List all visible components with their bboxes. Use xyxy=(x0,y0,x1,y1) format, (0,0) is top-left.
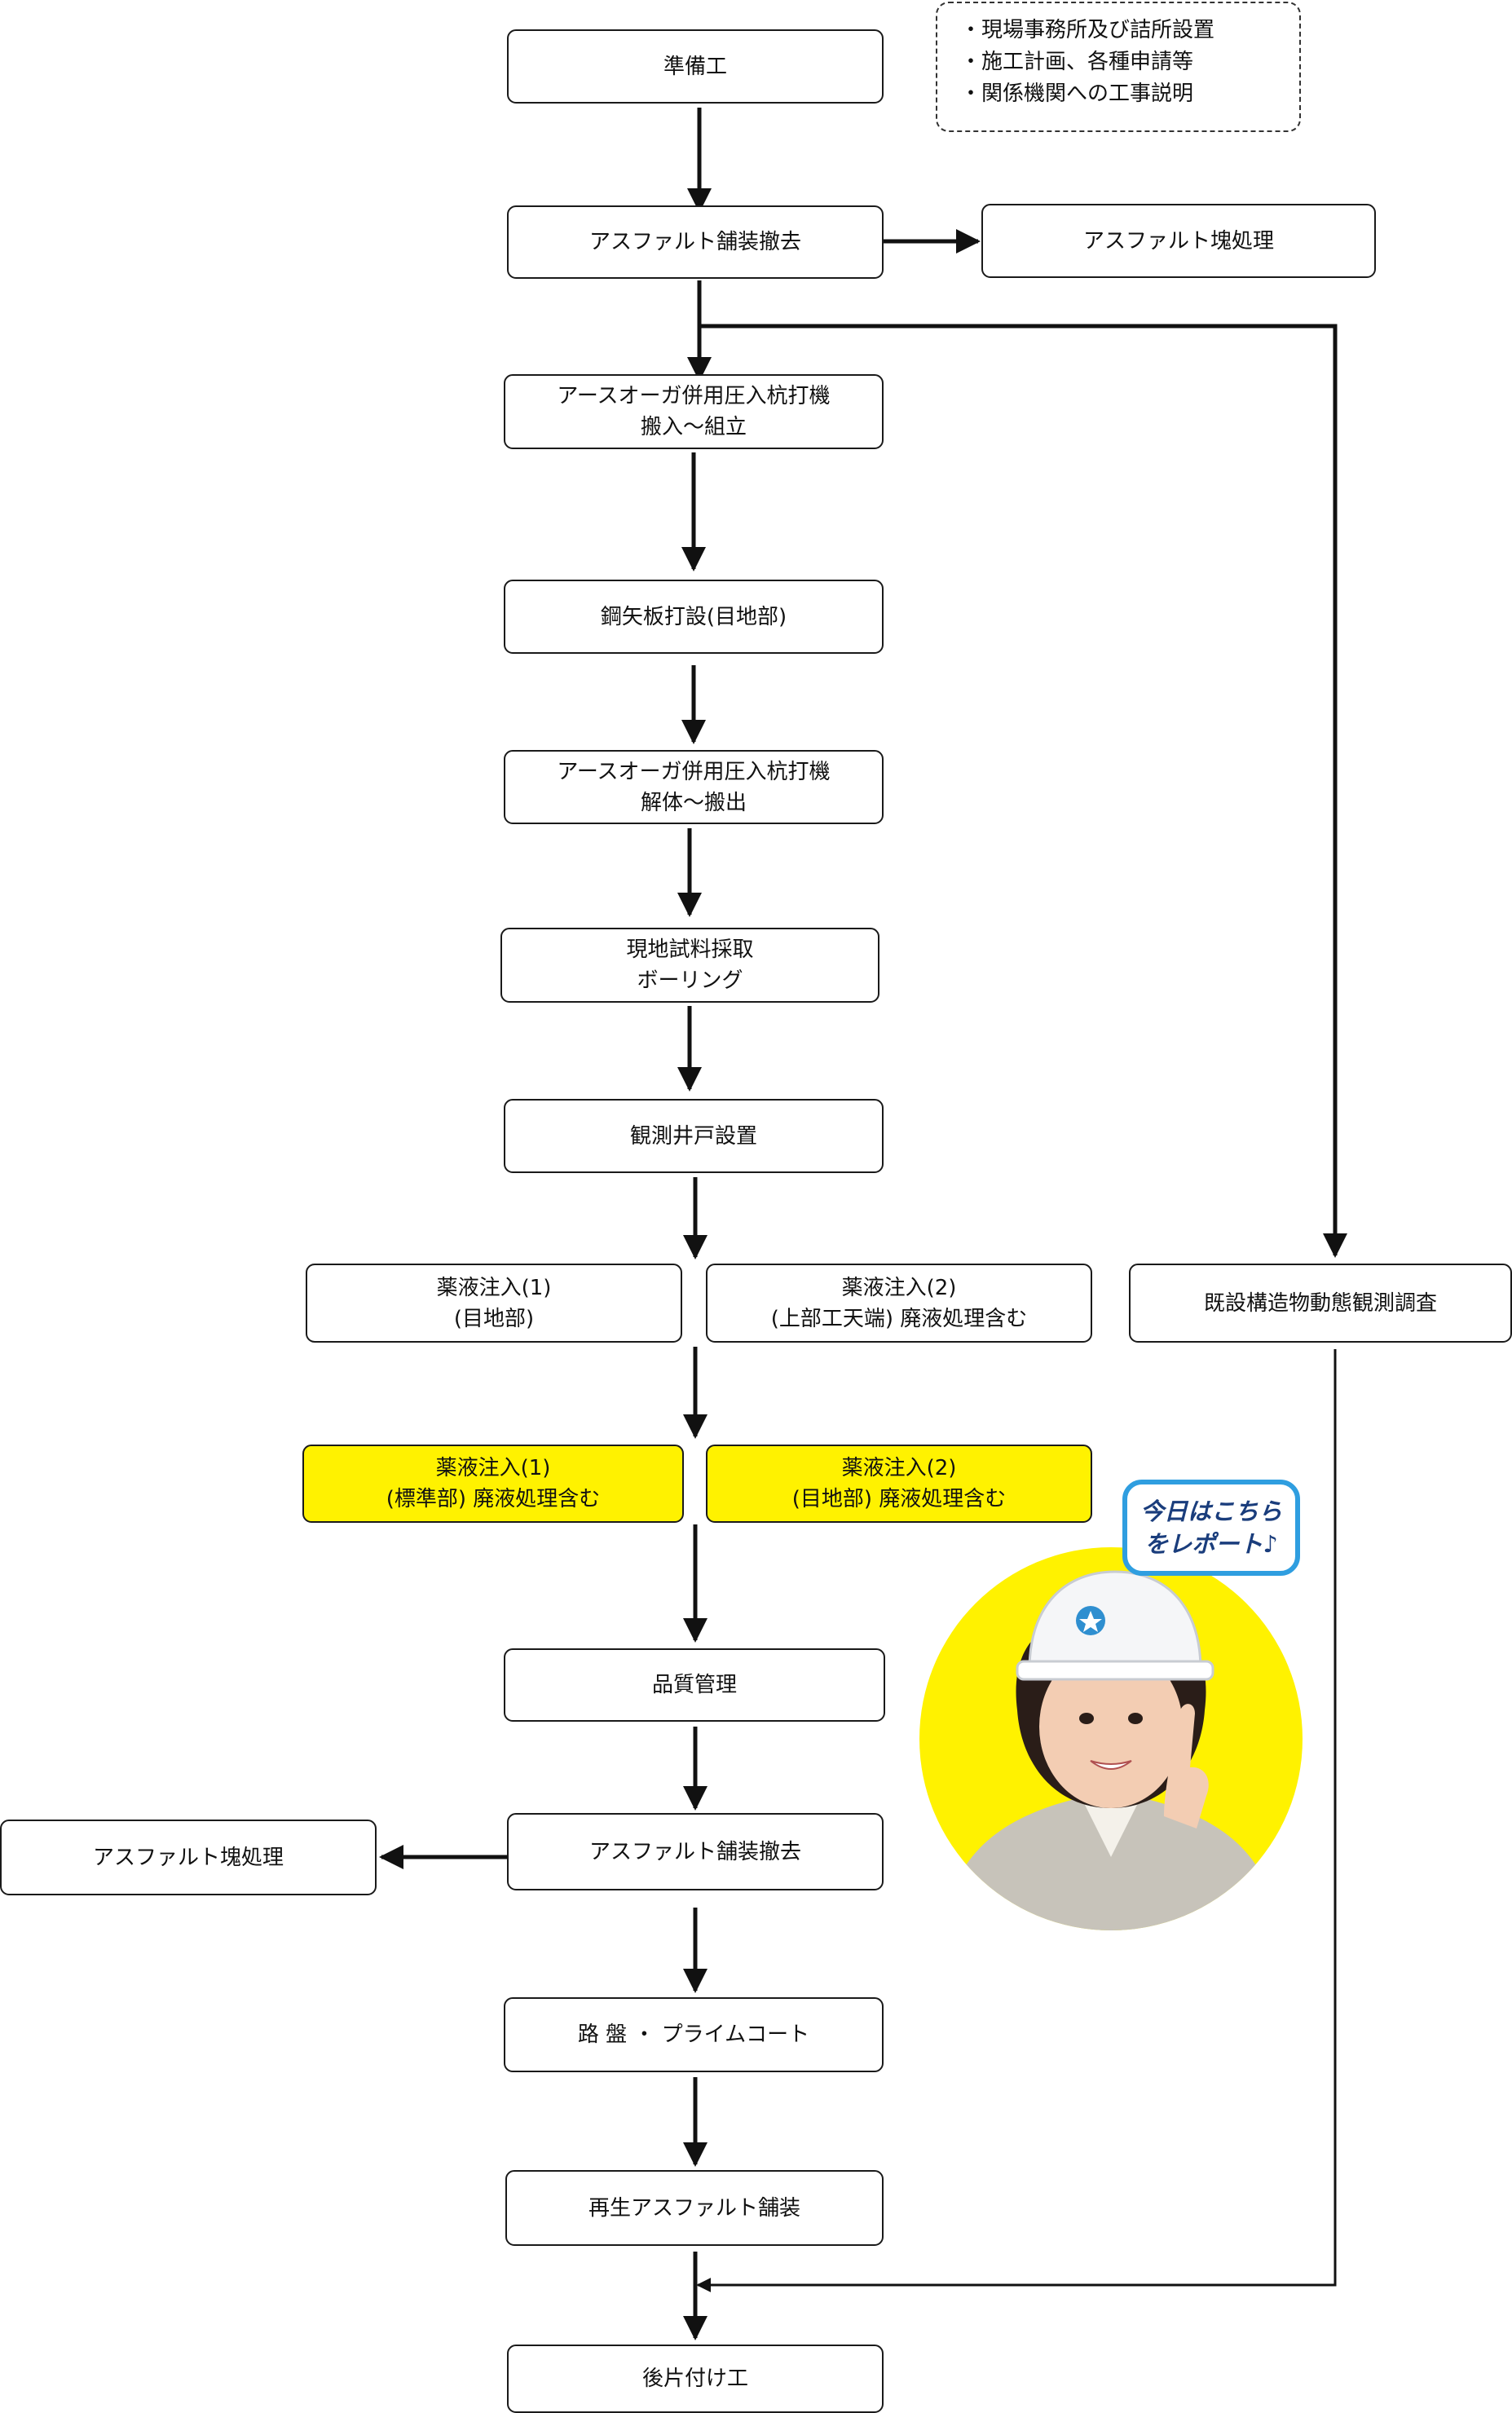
step-sublabel: (目地部) xyxy=(453,1306,535,1331)
note-line: ・施工計画、各種申請等 xyxy=(960,50,1194,74)
step-sheet-pile: 鋼矢板打設(目地部) xyxy=(504,580,884,654)
step-observation-well: 観測井戸設置 xyxy=(504,1099,884,1173)
step-label: 既設構造物動態観測調査 xyxy=(1203,1290,1437,1316)
step-injection-2-top: 薬液注入(2) (上部工天端) 廃液処理含む xyxy=(706,1264,1092,1343)
preparation-notes: ・現場事務所及び詰所設置 ・施工計画、各種申請等 ・関係機関への工事説明 xyxy=(936,2,1301,132)
step-label: 薬液注入(1) xyxy=(436,1275,552,1300)
step-label: 薬液注入(2) xyxy=(841,1275,957,1300)
step-label: アスファルト舗装撤去 xyxy=(588,230,801,254)
step-asphalt-removal: アスファルト舗装撤去 xyxy=(507,205,884,279)
step-cleanup: 後片付け工 xyxy=(507,2345,884,2413)
step-structure-survey: 既設構造物動態観測調査 xyxy=(1129,1264,1512,1343)
note-line: ・現場事務所及び詰所設置 xyxy=(960,18,1215,42)
step-injection-2-joint: 薬液注入(2) (目地部) 廃液処理含む xyxy=(706,1445,1092,1523)
step-label: 薬液注入(1) xyxy=(435,1456,551,1480)
step-label: 現地試料採取 xyxy=(626,937,754,962)
step-sublabel: ボーリング xyxy=(637,968,743,993)
reporter-illustration xyxy=(919,1547,1303,1930)
step-sublabel: 搬入〜組立 xyxy=(640,415,747,439)
step-label: アースオーガ併用圧入杭打機 xyxy=(557,759,831,784)
step-injection-1-joint: 薬液注入(1) (目地部) xyxy=(306,1264,682,1343)
step-label: アースオーガ併用圧入杭打機 xyxy=(557,384,831,408)
step-label: 後片付け工 xyxy=(641,2367,748,2391)
step-label: アスファルト塊処理 xyxy=(92,1845,284,1870)
step-injection-1-standard: 薬液注入(1) (標準部) 廃液処理含む xyxy=(302,1445,684,1523)
survey-return-line xyxy=(696,1349,1337,2292)
step-label: 路 盤 ・ プライムコート xyxy=(577,2023,810,2047)
step-asphalt-block-treatment: アスファルト塊処理 xyxy=(981,204,1376,278)
step-roadbed-primecoat: 路 盤 ・ プライムコート xyxy=(504,1997,884,2072)
step-sublabel: (上部工天端) 廃液処理含む xyxy=(770,1306,1028,1331)
branch-line-to-survey xyxy=(699,324,1347,1258)
step-label: 鋼矢板打設(目地部) xyxy=(600,604,787,629)
step-sublabel: 解体〜搬出 xyxy=(640,790,747,815)
step-preparation: 準備工 xyxy=(507,29,884,104)
step-sublabel: (標準部) 廃液処理含む xyxy=(386,1487,601,1511)
step-label: 観測井戸設置 xyxy=(629,1123,757,1149)
step-quality-control: 品質管理 xyxy=(504,1648,885,1722)
speech-bubble: 今日はこちら をレポート♪ xyxy=(1122,1480,1300,1576)
step-label: アスファルト塊処理 xyxy=(1082,228,1274,254)
step-label: 再生アスファルト舗装 xyxy=(588,2195,800,2221)
note-line: ・関係機関への工事説明 xyxy=(960,82,1194,106)
step-label: 品質管理 xyxy=(651,1673,737,1697)
step-asphalt-block-treatment-2: アスファルト塊処理 xyxy=(0,1820,377,1895)
step-auger-dismantle: アースオーガ併用圧入杭打機 解体〜搬出 xyxy=(504,750,884,824)
step-recycled-asphalt: 再生アスファルト舗装 xyxy=(505,2170,884,2246)
step-label: 薬液注入(2) xyxy=(841,1456,957,1480)
step-label: 準備工 xyxy=(663,54,727,79)
bubble-text-line: をレポート♪ xyxy=(1144,1530,1278,1558)
bubble-text-line: 今日はこちら xyxy=(1140,1498,1282,1525)
step-sublabel: (目地部) 廃液処理含む xyxy=(791,1487,1007,1511)
step-auger-setup: アースオーガ併用圧入杭打機 搬入〜組立 xyxy=(504,374,884,449)
step-sampling: 現地試料採取 ボーリング xyxy=(500,928,879,1003)
step-asphalt-removal-2: アスファルト舗装撤去 xyxy=(507,1813,884,1890)
step-label: アスファルト舗装撤去 xyxy=(588,1839,801,1864)
